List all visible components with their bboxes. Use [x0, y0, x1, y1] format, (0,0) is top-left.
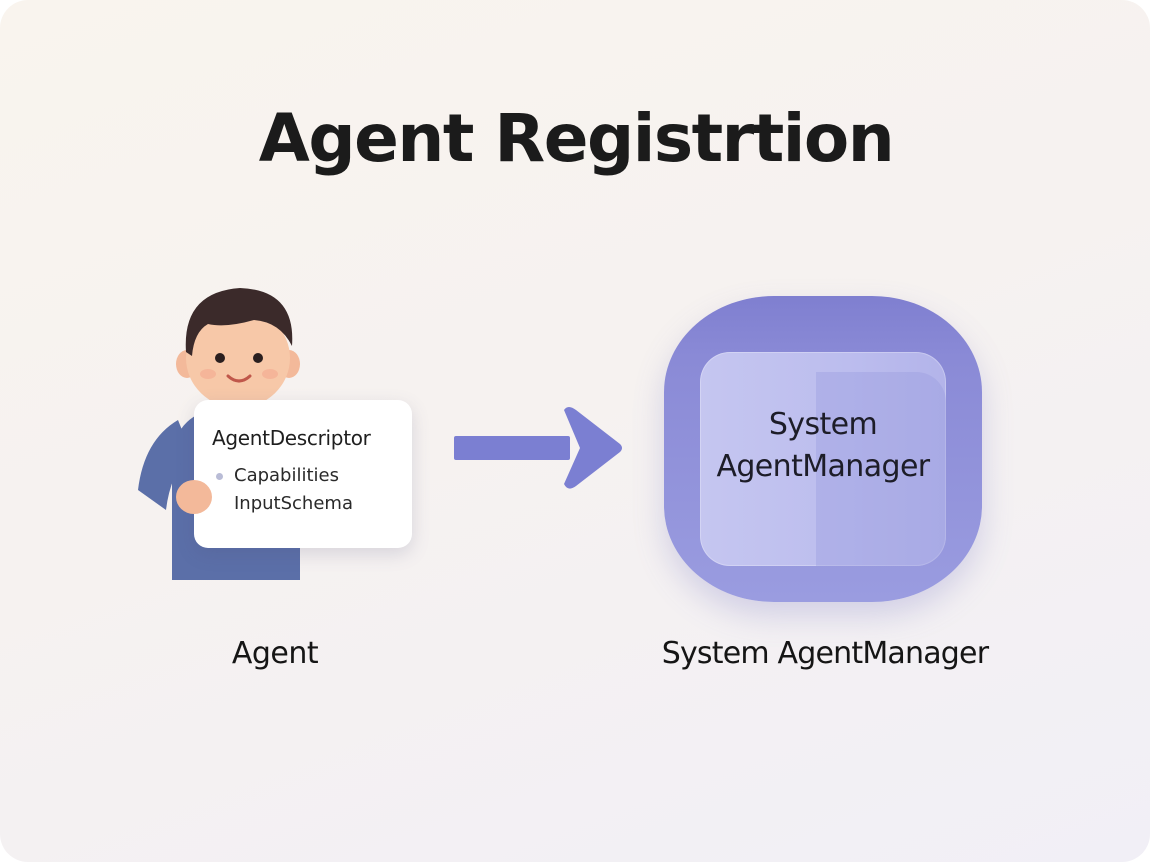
manager-box-line1: System — [768, 407, 878, 442]
card-item-label: InputSchema — [234, 493, 353, 514]
card-item-label: Capabilities — [234, 465, 339, 486]
card-item-inputschema: InputSchema — [212, 490, 412, 518]
arrow-right-icon — [454, 407, 622, 489]
card-item-capabilities: Capabilities — [212, 462, 412, 490]
system-agentmanager-box: System AgentManager — [664, 296, 984, 606]
agent-descriptor-card: AgentDescriptor Capabilities InputSchema — [194, 400, 412, 548]
agent-figure: AgentDescriptor Capabilities InputSchema — [130, 280, 430, 600]
manager-inner-shade — [816, 372, 946, 566]
card-title: AgentDescriptor — [212, 426, 371, 450]
manager-box-line2: AgentManager — [716, 449, 930, 484]
hand-icon — [176, 480, 212, 514]
manager-inner-panel — [700, 352, 946, 566]
diagram-title: Agent Registrtion — [258, 100, 895, 177]
manager-box-text: System AgentManager — [664, 404, 982, 488]
agent-label: Agent — [231, 636, 319, 671]
bullet-dot-icon — [216, 473, 223, 480]
manager-label: System AgentManager — [661, 636, 989, 671]
